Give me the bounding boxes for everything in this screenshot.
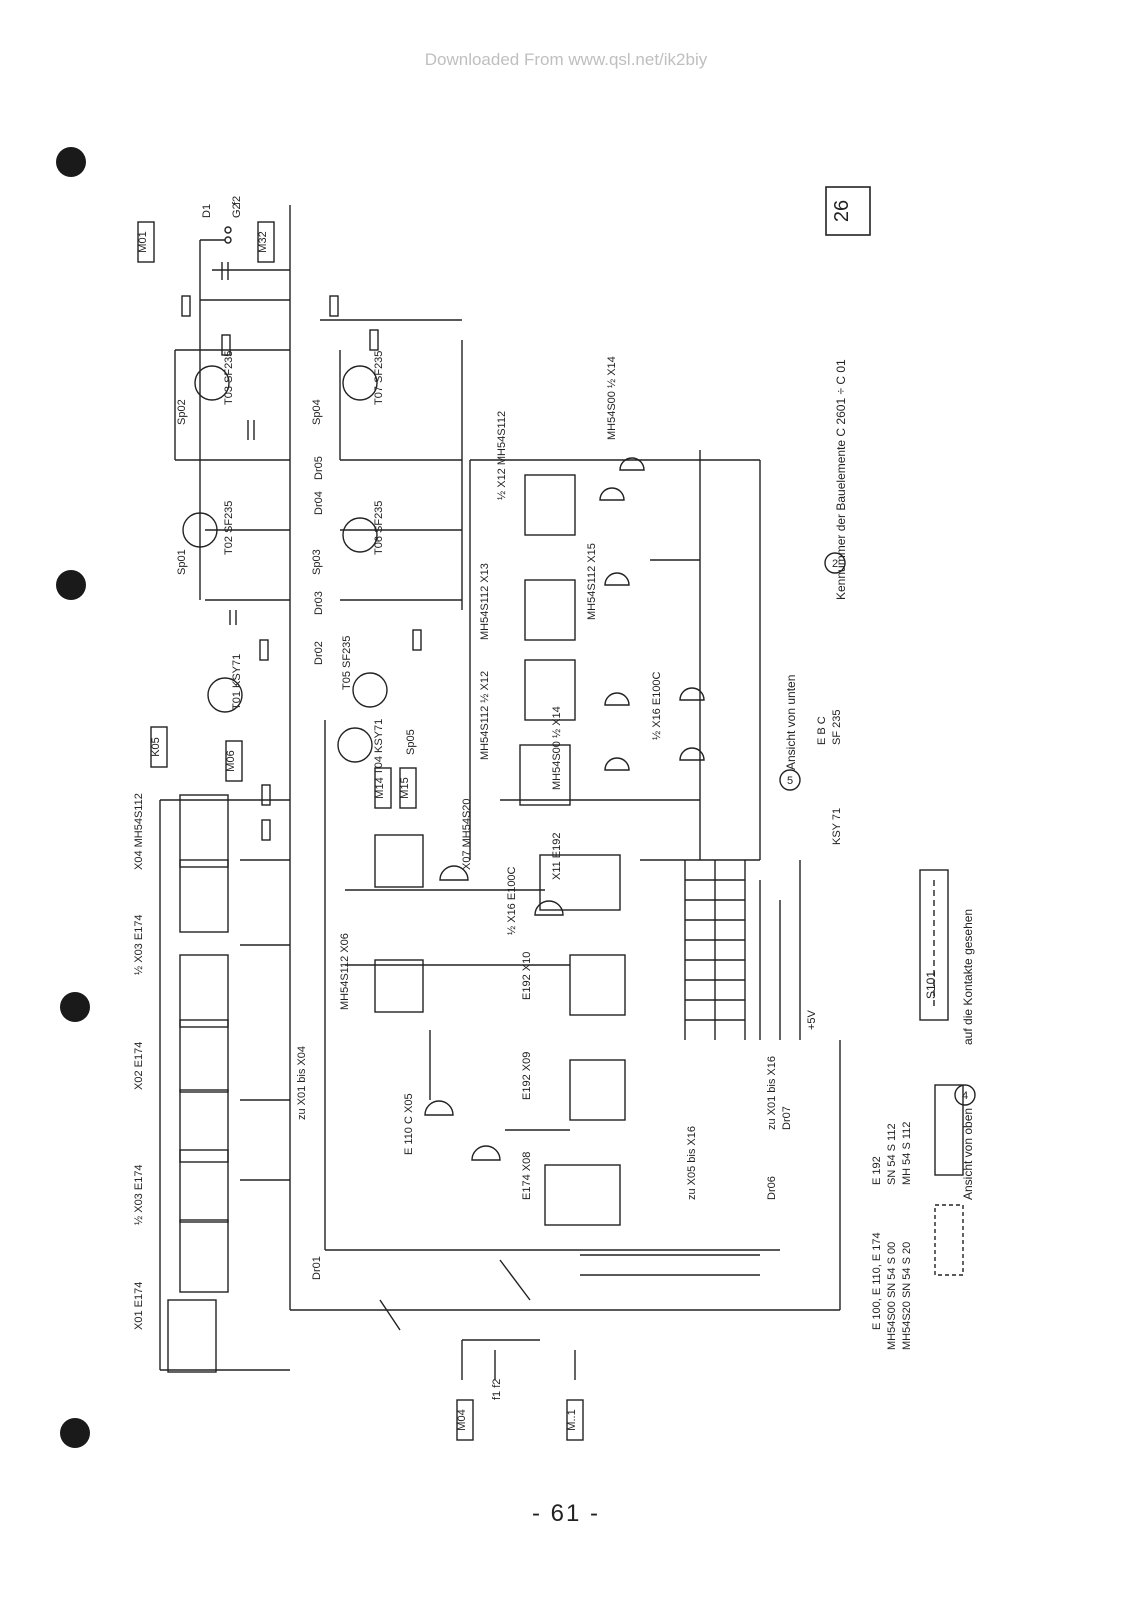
ic-x07: X07 MH54S20 (461, 798, 473, 870)
inductor-dr05: Dr05 (313, 456, 325, 480)
switch-s101 (919, 869, 949, 1021)
inductor-dr04: Dr04 (313, 491, 325, 515)
connector-bottom: M..1 (566, 1409, 578, 1430)
note-pin-sf235: SF 235 (831, 710, 843, 745)
note-bottom-view: Ansicht von unten (784, 675, 798, 770)
inductor-dr07: Dr07 (781, 1106, 793, 1130)
note-pin-ebc: E B C (816, 716, 828, 745)
note-family-d: E 192 (871, 1156, 883, 1185)
note-to-x01-x04: zu X01 bis X04 (296, 1046, 308, 1120)
ic-x16b: ½ X16 E100C (506, 866, 518, 935)
inductor-dr01: Dr01 (311, 1256, 323, 1280)
circled-references: 2 4 5 (779, 552, 976, 1106)
ic-x13: MH54S112 X13 (479, 563, 491, 640)
transistor-t07: T07 SF235 (373, 351, 385, 405)
ic-x14: MH54S00 ½ X14 (551, 706, 563, 790)
input-lines-bottom (379, 1259, 576, 1380)
signal-g2: G2 (231, 203, 243, 218)
connector-m15: M15 (399, 777, 411, 798)
ic-x05: E 110 C X05 (403, 1093, 415, 1155)
transistor-t04: T04 KSY71 (373, 719, 385, 775)
note-family-e: SN 54 S 112 (886, 1123, 898, 1185)
connector-m06: M06 (225, 750, 237, 771)
inductor-dr06: Dr06 (766, 1176, 778, 1200)
ic-x08: E174 X08 (521, 1152, 533, 1200)
ic-x12b: ½ X12 MH54S112 (496, 411, 508, 500)
inductor-sp01: Sp01 (176, 549, 188, 575)
logic-section (345, 450, 760, 1226)
punch-hole-3 (60, 992, 90, 1022)
ic-x01: X01 E174 (133, 1282, 145, 1330)
ic-x09: E192 X09 (521, 1052, 533, 1100)
transistor-t01: T01 KSY71 (231, 654, 243, 710)
sheet-number: 26 (831, 200, 853, 222)
ic-x16a: ½ X16 E100C (651, 671, 663, 740)
watermark: Downloaded From www.qsl.net/ik2biy (424, 50, 708, 69)
inductor-sp04: Sp04 (311, 399, 323, 425)
note-family-a: E 100, E 110, E 174 (871, 1232, 883, 1330)
transistor-t05: T05 SF235 (341, 636, 353, 690)
supply-rails (289, 205, 841, 1311)
flip-flop-chain-left (159, 794, 290, 1373)
signal-input: f1 f2 (491, 1379, 503, 1400)
connector-m01: M01 (137, 231, 149, 252)
ic-x12a: MH54S112 ½ X12 (479, 671, 491, 760)
inductor-dr02: Dr02 (313, 641, 325, 665)
note-family-b: MH54S00 SN 54 S 00 (886, 1242, 898, 1350)
switch-label: S101 (924, 971, 938, 999)
note-to-x05-x16: zu X05 bis X16 (686, 1126, 698, 1200)
ic-x11: X11 E192 (551, 832, 563, 880)
inductor-dr03: Dr03 (313, 591, 325, 615)
note-contacts-view: auf die Kontakte gesehen (961, 909, 975, 1045)
page-number: - 61 - (531, 1500, 600, 1527)
circle-ref-5: 5 (787, 775, 793, 787)
note-to-x01-x16: zu X01 bis X16 (766, 1056, 778, 1130)
connector-boxes (137, 221, 584, 1441)
ic-x03: ½ X03 E174 (133, 914, 145, 975)
capacitor-bank (580, 860, 801, 1276)
connector-m14: M14 (374, 777, 386, 798)
note-family-c: MH54S20 SN 54 S 20 (901, 1242, 913, 1350)
inductor-sp05: Sp05 (405, 729, 417, 755)
inductor-sp03: Sp03 (311, 549, 323, 575)
sheet-number-box: 26 (825, 186, 871, 236)
note-top-view: Ansicht von oben (961, 1108, 975, 1200)
ic-x14b: MH54S00 ½ X14 (606, 356, 618, 440)
punch-hole-4 (60, 1418, 90, 1448)
ic-outline-bottom-right (934, 1084, 964, 1276)
transistor-t03: T03 SF235 (223, 351, 235, 405)
note-part-numbers: Kennummer der Bauelemente C 2601 ÷ C 01 (834, 359, 848, 600)
note-family-f: MH 54 S 112 (901, 1122, 913, 1185)
punch-hole-2 (56, 570, 86, 600)
circle-ref-2: 2 (832, 558, 838, 570)
connector-m32: M32 (257, 231, 269, 252)
connector-k05: K05 (150, 737, 162, 757)
transistor-t02: T02 SF235 (223, 501, 235, 555)
transistor-t06: T06 SF235 (373, 501, 385, 555)
ic-x15: MH54S112 X15 (586, 543, 598, 620)
ic-x03b: ½ X03 E174 (133, 1164, 145, 1225)
inductor-sp02: Sp02 (176, 399, 188, 425)
signal-f2: f2 (231, 196, 243, 205)
rf-amplifier-top (174, 226, 462, 841)
ic-x02: X02 E174 (133, 1042, 145, 1090)
connector-m04: M04 (456, 1409, 468, 1430)
ic-x04: X04 MH54S112 (133, 793, 145, 870)
ic-x06: MH54S112 X06 (339, 933, 351, 1010)
punch-hole-1 (56, 147, 86, 177)
note-pin-ksy71: KSY 71 (831, 808, 843, 845)
note-plus5v: +5V (806, 1009, 818, 1030)
ic-x10: E192 X10 (521, 952, 533, 1000)
signal-d1: D1 (201, 204, 213, 218)
circle-ref-4: 4 (962, 1090, 968, 1102)
